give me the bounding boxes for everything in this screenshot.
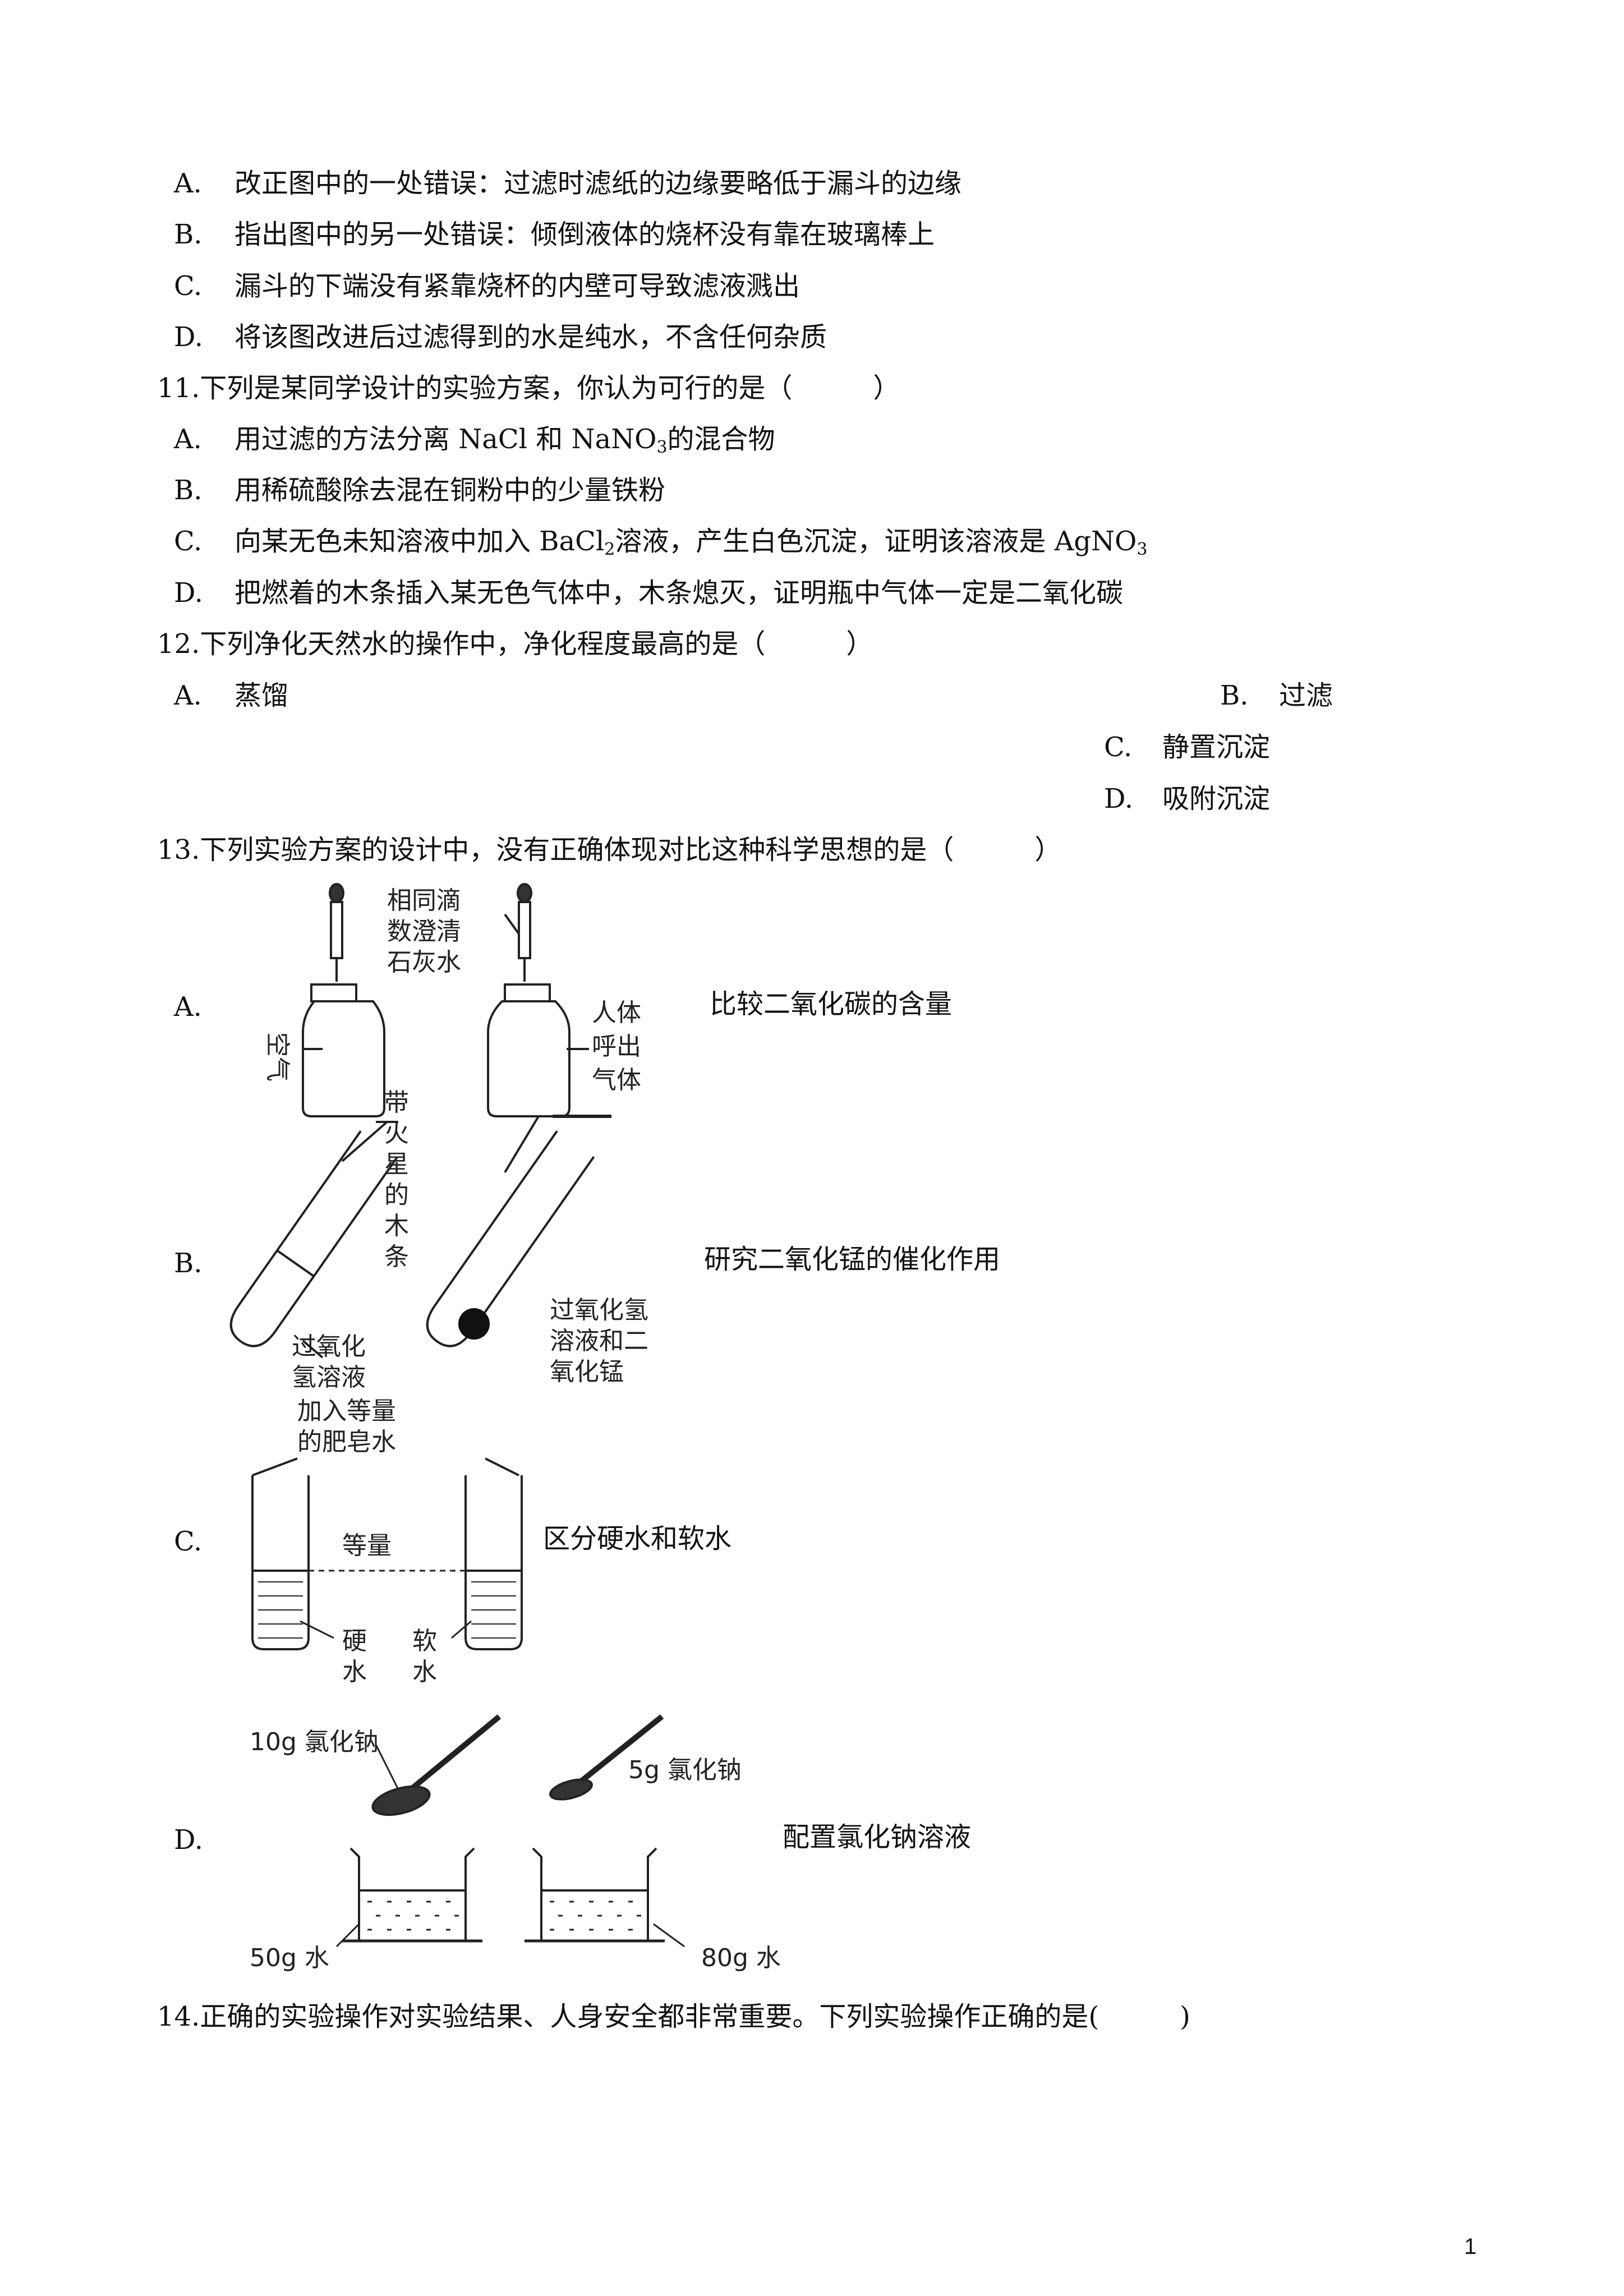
- option-letter: B.: [174, 475, 203, 506]
- splint-label-3: 星: [384, 1150, 409, 1179]
- right-solution-label-1: 过氧化氢: [550, 1296, 648, 1324]
- option-letter: D.: [174, 1824, 204, 1856]
- option-letter: C.: [174, 270, 203, 302]
- option-text: 吸附沉淀: [1162, 783, 1271, 815]
- q14-stem: 14.正确的实验操作对实验结果、人身安全都非常重要。下列实验操作正确的是( ): [157, 2001, 1190, 2032]
- spoon-icon: [371, 1714, 502, 1816]
- option-caption: 配置氯化钠溶液: [783, 1821, 972, 1853]
- beaker-icon: [342, 1847, 482, 1943]
- option-letter: A.: [174, 424, 202, 455]
- option-letter: A.: [174, 680, 202, 711]
- soap-label-2: 的肥皂水: [297, 1428, 396, 1456]
- option-text: 改正图中的一处错误：过滤时滤纸的边缘要略低于漏斗的边缘: [234, 168, 962, 199]
- subscript: 2: [604, 540, 615, 559]
- beaker-icon: [525, 1847, 665, 1943]
- page-number: 1: [1464, 2234, 1477, 2259]
- salt-10g-label: 10g 氯化钠: [250, 1728, 379, 1756]
- option-letter: A.: [174, 168, 202, 199]
- option-letter: D.: [174, 577, 204, 609]
- option-letter: D.: [174, 321, 204, 353]
- water-50g-label: 50g 水: [250, 1944, 329, 1972]
- manganese-dioxide-icon: [458, 1308, 490, 1340]
- q12-stem: 12.下列净化天然水的操作中，净化程度最高的是（ ）: [157, 628, 873, 660]
- splint-label-2: 火: [384, 1119, 409, 1148]
- splint-label-1: 带: [384, 1088, 409, 1117]
- option-letter: B.: [174, 1248, 203, 1279]
- subscript: 3: [656, 438, 668, 457]
- option-caption: 比较二氧化碳的含量: [710, 988, 953, 1020]
- option-text: 过滤: [1279, 680, 1333, 711]
- splint-label-6: 条: [384, 1243, 409, 1271]
- hard-water-label-1: 硬: [342, 1627, 367, 1655]
- option-text: 用过滤的方法分离 NaCl 和 NaNO3的混合物: [234, 422, 775, 456]
- option-text: 指出图中的另一处错误：倾倒液体的烧杯没有靠在玻璃棒上: [234, 219, 935, 250]
- dropper-icon: [329, 883, 344, 982]
- salt-solution-figure: 10g 氯化钠 5g 氯化钠 50g 水 80g 水: [250, 1714, 781, 1972]
- drop-label-2: 数澄清: [387, 917, 461, 946]
- test-tube-icon: [229, 1130, 399, 1347]
- option-letter: A.: [174, 991, 202, 1023]
- option-text: 向某无色未知溶液中加入 BaCl2溶液，产生白色沉淀，证明该溶液是 AgNO3: [234, 524, 1147, 558]
- test-tube-icon: [251, 1475, 310, 1650]
- option-letter: C.: [174, 1526, 203, 1557]
- air-label: 空气: [263, 1032, 292, 1082]
- option-letter: C.: [174, 526, 203, 557]
- drop-label-3: 石灰水: [387, 948, 461, 977]
- option-letter: B.: [174, 219, 203, 250]
- hard-soft-water-figure: 加入等量 的肥皂水 等量 硬 水 软 水: [251, 1397, 523, 1686]
- catalyst-figure: 带 火 星 的 木 条 过氧化 氢溶液 过氧化氢 溶液和二 氧化锰: [229, 1088, 648, 1392]
- left-solution-label-1: 过氧化: [292, 1332, 366, 1361]
- option-caption: 研究二氧化锰的催化作用: [704, 1244, 1001, 1275]
- gas-bottle-icon: [302, 983, 385, 1117]
- splint-icon: [341, 1121, 388, 1162]
- hard-water-label-2: 水: [342, 1658, 367, 1686]
- water-80g-label: 80g 水: [701, 1944, 781, 1972]
- q13-stem: 13.下列实验方案的设计中，没有正确体现对比这种科学思想的是（ ）: [157, 834, 1062, 866]
- test-tube-icon: [426, 1130, 595, 1347]
- option-text: 把燃着的木条插入某无色气体中，木条熄灭，证明瓶中气体一定是二氧化碳: [234, 577, 1124, 609]
- dropper-icon: [504, 883, 532, 982]
- right-solution-label-2: 溶液和二: [550, 1327, 648, 1355]
- subscript: 3: [1137, 540, 1148, 559]
- option-text-part: 溶液，产生白色沉淀，证明该溶液是 AgNO: [615, 526, 1137, 557]
- option-text: 将该图改进后过滤得到的水是纯水，不含任何杂质: [234, 321, 827, 353]
- exhaled-label-3: 气体: [592, 1066, 641, 1094]
- option-letter: D.: [1104, 783, 1134, 815]
- option-text: 用稀硫酸除去混在铜粉中的少量铁粉: [234, 475, 666, 506]
- exhaled-label-2: 呼出: [592, 1032, 641, 1061]
- co2-comparison-figure: 相同滴 数澄清 石灰水 空气 人体 呼出 气体: [263, 883, 641, 1117]
- option-caption: 区分硬水和软水: [543, 1523, 732, 1554]
- option-text-part: 用过滤的方法分离 NaCl 和 NaNO: [234, 424, 657, 455]
- test-tube-icon: [464, 1475, 523, 1650]
- exhaled-label-1: 人体: [592, 999, 641, 1027]
- option-letter: B.: [1220, 680, 1249, 711]
- spoon-icon: [549, 1714, 664, 1801]
- soap-label-1: 加入等量: [297, 1397, 396, 1425]
- option-text-part: 的混合物: [667, 424, 775, 455]
- left-solution-label-2: 氢溶液: [292, 1363, 366, 1392]
- option-text: 蒸馏: [234, 680, 289, 711]
- right-solution-label-3: 氧化锰: [550, 1358, 624, 1386]
- splint-label-5: 木: [384, 1212, 409, 1240]
- salt-5g-label: 5g 氯化钠: [628, 1756, 742, 1784]
- option-text-part: 向某无色未知溶液中加入 BaCl: [234, 526, 605, 557]
- option-text: 静置沉淀: [1162, 731, 1271, 763]
- equal-label: 等量: [342, 1531, 392, 1560]
- soft-water-label-2: 水: [412, 1658, 437, 1686]
- option-text: 漏斗的下端没有紧靠烧杯的内壁可导致滤液溅出: [234, 270, 801, 302]
- option-letter: C.: [1104, 731, 1133, 763]
- splint-label-4: 的: [384, 1181, 409, 1209]
- q11-stem: 11.下列是某同学设计的实验方案，你认为可行的是（ ）: [157, 372, 900, 404]
- drop-label-1: 相同滴: [387, 886, 461, 915]
- soft-water-label-1: 软: [412, 1627, 437, 1655]
